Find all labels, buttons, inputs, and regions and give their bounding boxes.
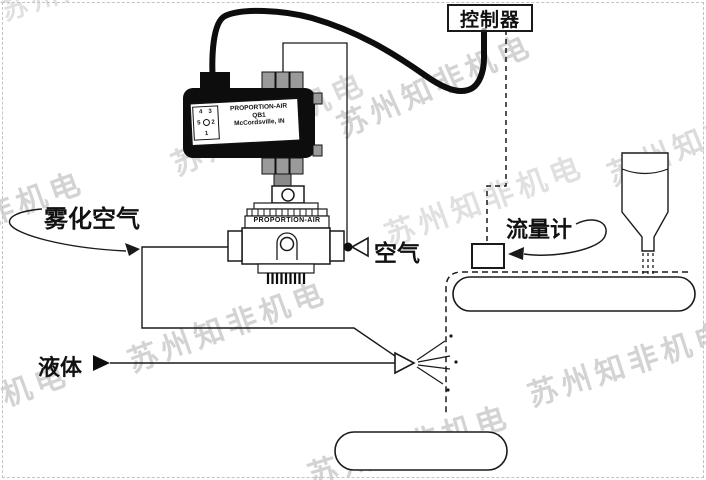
liquid-arrowhead bbox=[93, 355, 110, 371]
lower-workpiece bbox=[334, 431, 508, 471]
atomizing-air-line bbox=[141, 246, 396, 357]
liquid-bottle bbox=[621, 152, 669, 277]
flow-meter-leader-arrow bbox=[508, 219, 607, 260]
atomizer-valve bbox=[227, 185, 345, 284]
atomizing-air-label: 雾化空气 bbox=[44, 206, 140, 233]
valve-right-flange bbox=[329, 230, 345, 262]
spray-lines bbox=[416, 340, 451, 385]
spray-nozzle bbox=[394, 334, 458, 392]
valve-pins bbox=[266, 273, 306, 284]
valve-label: PROPORTION-AIR bbox=[253, 217, 321, 224]
upper-tank bbox=[452, 276, 696, 312]
controller-label: 控制器 bbox=[459, 9, 520, 31]
pin-center-icon bbox=[202, 119, 210, 127]
air-label: 空气 bbox=[374, 240, 420, 266]
controller-box: 控制器 bbox=[447, 4, 533, 32]
flow-meter-label: 流量计 bbox=[506, 217, 573, 242]
cable-connector bbox=[200, 72, 230, 90]
spray-dots bbox=[446, 334, 458, 392]
pin-1: 1 bbox=[204, 130, 209, 137]
pin-3: 3 bbox=[208, 108, 212, 116]
drip-dashed-lines bbox=[642, 253, 654, 277]
pin-2: 2 bbox=[211, 119, 215, 126]
regulator-nameplate: PROPORTION-AIR QB1 McCordsville, IN bbox=[218, 102, 299, 129]
feedback-line bbox=[282, 42, 348, 245]
controller-signal-dashed-line bbox=[486, 30, 507, 244]
flow-meter-box bbox=[471, 243, 505, 269]
liquid-label: 液体 bbox=[38, 355, 83, 380]
atomizing-air-leader bbox=[8, 208, 140, 256]
flow-dashed-line bbox=[445, 271, 688, 414]
liquid-line bbox=[93, 355, 395, 371]
controller-cable bbox=[209, 7, 487, 95]
valve-ribs bbox=[251, 209, 319, 216]
liquid-level-line bbox=[621, 168, 669, 175]
air-inlet-symbol bbox=[343, 236, 369, 258]
pin-5: 5 bbox=[197, 120, 201, 127]
connector-pin-diagram: 4 3 5 2 1 bbox=[192, 105, 220, 141]
pin-4: 4 bbox=[198, 109, 203, 116]
valve-left-flange bbox=[227, 230, 243, 262]
